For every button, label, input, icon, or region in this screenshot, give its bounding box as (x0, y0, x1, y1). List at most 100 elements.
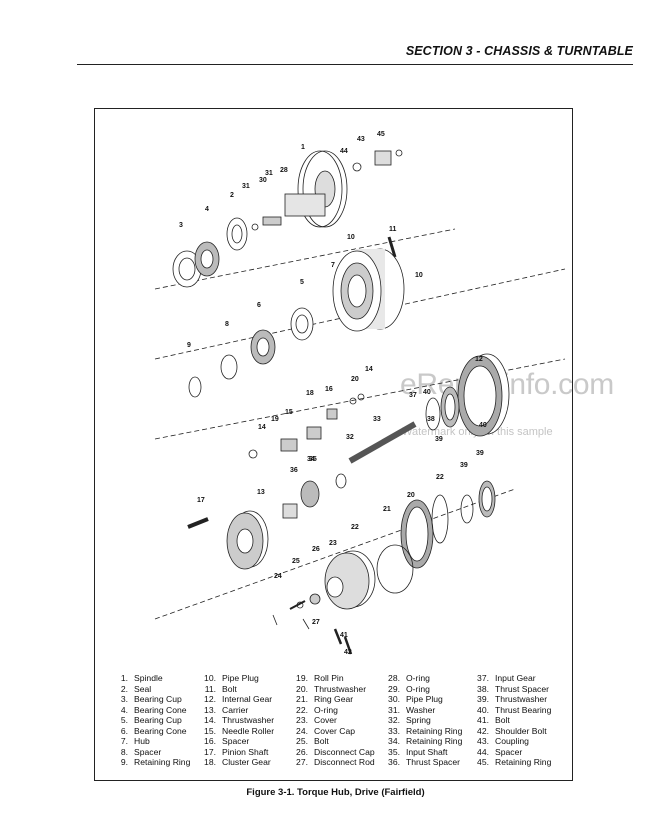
callout-number: 7 (331, 262, 335, 269)
callout-number: 20 (407, 492, 415, 499)
page-header: SECTION 3 - CHASSIS & TURNTABLE (0, 0, 671, 68)
legend-column: 10.Pipe Plug 11.Bolt 12.Internal Gear 13… (202, 673, 274, 768)
callout-number: 27 (312, 619, 320, 626)
spindle-part (284, 150, 348, 228)
callout-number: 5 (300, 279, 304, 286)
section-title: SECTION 3 - CHASSIS & TURNTABLE (405, 44, 633, 58)
legend-row: 41.Bolt (477, 715, 510, 725)
legend-row: 40.Thrust Bearing (477, 704, 552, 715)
callout-number: 23 (329, 540, 337, 547)
legend-row: 3.Bearing Cup (120, 694, 182, 704)
callout-number: 14 (365, 366, 373, 373)
legend-row: 26.Disconnect Cap (296, 746, 375, 757)
legend-row: 32.Spring (388, 715, 431, 725)
legend-row: 30.Pipe Plug (388, 694, 443, 704)
callout-number: 44 (340, 148, 348, 155)
legend-row: 4.Bearing Cone (120, 704, 187, 715)
callout-number: 33 (373, 416, 381, 423)
legend-row: 11.Bolt (204, 683, 237, 694)
callout-number: 10 (347, 234, 355, 241)
callout-number: 19 (271, 416, 279, 423)
legend-row: 36.Thrust Spacer (388, 757, 460, 767)
header-rule (77, 64, 633, 65)
legend-row: 14.Thrustwasher (204, 715, 275, 725)
callout-number: 43 (357, 136, 365, 143)
internal-gear-part (457, 353, 510, 437)
callout-number: 35 (309, 456, 317, 463)
legend-row: 28.O-ring (388, 673, 430, 683)
callout-number: 32 (346, 434, 354, 441)
legend-column: 28.O-ring 29.O-ring 30.Pipe Plug 31.Wash… (386, 673, 462, 768)
callout-number: 24 (274, 573, 282, 580)
callout-number: 39 (476, 450, 484, 457)
cover-part (324, 550, 376, 610)
callout-number: 6 (257, 302, 261, 309)
legend-row: 15.Needle Roller (204, 725, 275, 736)
callout-number: 30 (259, 177, 267, 184)
legend-row: 23.Cover (296, 715, 337, 725)
legend-row: 43.Coupling (477, 736, 529, 746)
legend-row: 38.Thrust Spacer (477, 683, 549, 694)
legend-row: 44.Spacer (477, 746, 523, 757)
legend-column: 1.Spindle 2.Seal 3.Bearing Cup 4.Bearing… (114, 673, 191, 768)
callout-number: 28 (280, 167, 288, 174)
callout-number: 17 (197, 497, 205, 504)
legend-row: 37.Input Gear (477, 673, 536, 683)
parts-legend: 1.Spindle 2.Seal 3.Bearing Cup 4.Bearing… (114, 673, 564, 777)
callout-number: 37 (409, 392, 417, 399)
callout-number: 38 (427, 416, 435, 423)
legend-row: 10.Pipe Plug (204, 673, 259, 683)
callout-number: 31 (265, 170, 273, 177)
legend-row: 20.Thrustwasher (296, 683, 367, 694)
legend-row: 17.Pinion Shaft (204, 746, 269, 757)
callout-number: 16 (325, 386, 333, 393)
callout-number: 2 (230, 192, 234, 199)
legend-row: 22.O-ring (296, 704, 338, 715)
carrier-part (226, 510, 269, 570)
legend-row: 25.Bolt (296, 736, 329, 746)
callout-number: 18 (306, 390, 314, 397)
legend-row: 27.Disconnect Rod (296, 757, 375, 767)
legend-row: 29.O-ring (388, 683, 430, 694)
legend-row: 8.Spacer (120, 746, 162, 757)
callout-number: 15 (285, 409, 293, 416)
callout-number: 42 (344, 649, 352, 656)
callout-number: 26 (312, 546, 320, 553)
callout-number: 39 (435, 436, 443, 443)
legend-row: 2.Seal (120, 683, 152, 694)
legend-row: 33.Retaining Ring (388, 725, 463, 736)
callout-number: 22 (436, 474, 444, 481)
legend-row: 21.Ring Gear (296, 694, 354, 704)
legend-row: 7.Hub (120, 736, 150, 746)
legend-row: 42.Shoulder Bolt (477, 725, 547, 736)
legend-row: 13.Carrier (204, 704, 249, 715)
callout-number: 21 (383, 506, 391, 513)
callout-number: 45 (377, 131, 385, 138)
legend-row: 12.Internal Gear (204, 694, 273, 704)
hub-part (332, 248, 405, 332)
legend-row: 31.Washer (388, 704, 436, 715)
callout-number: 41 (340, 632, 348, 639)
legend-column: 19.Roll Pin 20.Thrustwasher 21.Ring Gear… (294, 673, 375, 768)
figure-caption: Figure 3-1. Torque Hub, Drive (Fairfield… (246, 787, 425, 798)
callout-number: 12 (475, 356, 483, 363)
callout-number: 1 (301, 144, 305, 151)
legend-row: 16.Spacer (204, 736, 250, 746)
callout-number: 34 (307, 456, 315, 463)
callout-number: 36 (290, 467, 298, 474)
callout-number: 25 (292, 558, 300, 565)
callout-number: 8 (225, 321, 229, 328)
legend-row: 24.Cover Cap (296, 725, 356, 736)
callout-number: 9 (187, 342, 191, 349)
callout-number: 13 (257, 489, 265, 496)
callout-number: 10 (415, 272, 423, 279)
legend-row: 39.Thrustwasher (477, 694, 548, 704)
legend-row: 34.Retaining Ring (388, 736, 463, 746)
callout-number: 31 (242, 183, 250, 190)
legend-row: 19.Roll Pin (296, 673, 344, 683)
callout-number: 4 (205, 206, 209, 213)
callout-number: 14 (258, 424, 266, 431)
legend-row: 1.Spindle (120, 673, 163, 683)
callout-number: 3 (179, 222, 183, 229)
